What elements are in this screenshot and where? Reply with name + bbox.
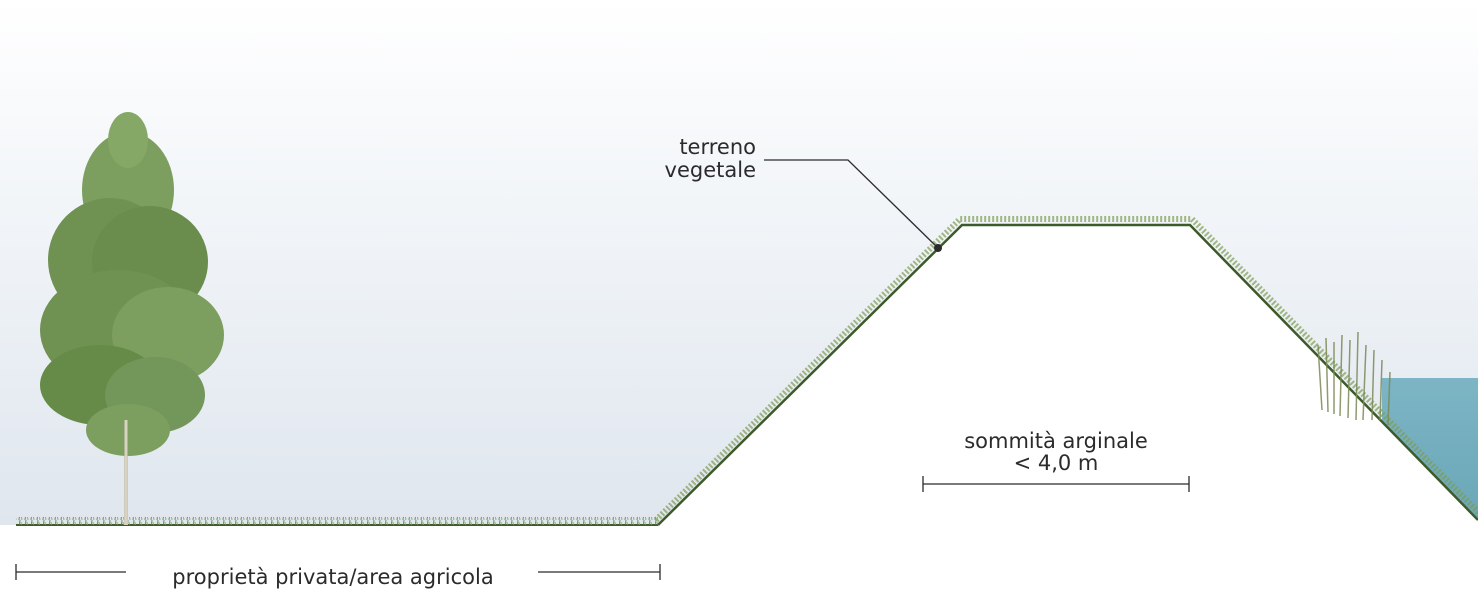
callout-dot bbox=[934, 244, 942, 252]
label-vegetale: vegetale bbox=[665, 158, 756, 182]
embankment-grass-fringe bbox=[653, 216, 1478, 523]
ground-grass bbox=[16, 517, 658, 525]
label-sommita-width: < 4,0 m bbox=[1014, 451, 1099, 475]
label-terreno: terreno bbox=[679, 135, 756, 159]
label-sommita: sommità arginale bbox=[964, 429, 1148, 453]
reeds-icon bbox=[1317, 331, 1391, 426]
callout-leader-line bbox=[764, 159, 939, 249]
label-proprieta: proprietà privata/area agricola bbox=[172, 565, 493, 589]
dimension-line-proprieta bbox=[15, 564, 661, 580]
dimension-line-sommita bbox=[922, 476, 1190, 492]
embankment-body bbox=[0, 225, 1478, 592]
tree-icon bbox=[40, 112, 224, 525]
